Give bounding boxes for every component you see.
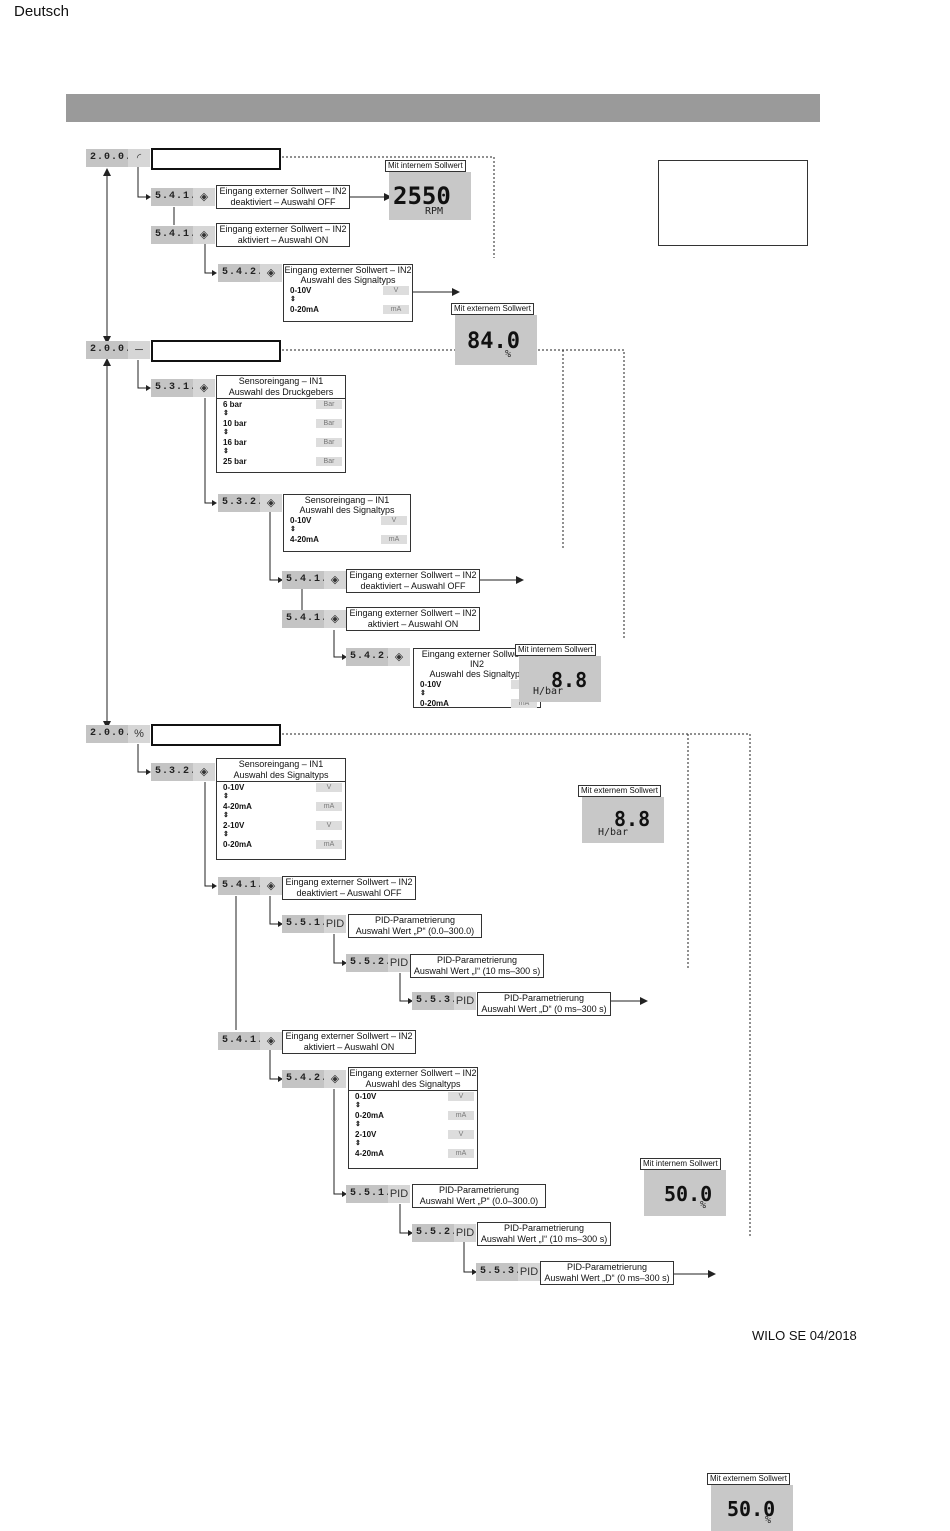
display-internal-3: Mit internem Sollwert 50.0 % [640,1158,726,1216]
display-internal-2: Mit internem Sollwert 8.8 H/bar [515,644,601,702]
pid-mode-icon: % [128,725,150,743]
display-external-3: Mit externem Sollwert 50.0 % [707,1473,793,1531]
setpoint-icon: ◈ [193,226,215,244]
section-banner [66,94,820,122]
mode-box-1 [151,148,281,170]
pid-icon: PID [454,1224,476,1242]
pid-icon: PID [388,1185,410,1203]
mode-box-2 [151,340,281,362]
curve-mode-icon: ◜ [128,149,150,167]
display-internal-1: Mit internem Sollwert 2550 RPM [385,160,471,220]
empty-note-box [658,160,808,246]
pid-icon: PID [324,915,346,933]
display-external-2: Mit externem Sollwert 8.8 H/bar [578,785,664,843]
constant-mode-icon: ─ [128,341,150,359]
footer-text: WILO SE 04/2018 [752,1328,857,1343]
sensor-icon: ◈ [193,763,215,781]
setpoint-icon: ◈ [324,610,346,628]
setpoint-icon: ◈ [260,877,282,895]
display-external-1: Mit externem Sollwert 84.0 % [451,303,537,365]
pid-icon: PID [518,1263,540,1281]
sensor-icon: ◈ [260,494,282,512]
connector-lines [103,156,751,1278]
setpoint-icon: ◈ [260,264,282,282]
pid-icon: PID [454,992,476,1010]
list-in2-type-a: Eingang externer Sollwert – IN2 Auswahl … [283,264,413,322]
list-in1-type-a: Sensoreingang – IN1 Auswahl des Signalty… [283,494,411,552]
setpoint-icon: ◈ [260,1032,282,1050]
setpoint-icon: ◈ [324,571,346,589]
setpoint-icon: ◈ [324,1070,346,1088]
language-label: Deutsch [14,3,70,20]
setpoint-icon: ◈ [193,188,215,206]
pid-icon: PID [388,954,410,972]
sensor-icon: ◈ [193,379,215,397]
setpoint-icon: ◈ [388,648,410,666]
mode-box-3 [151,724,281,746]
